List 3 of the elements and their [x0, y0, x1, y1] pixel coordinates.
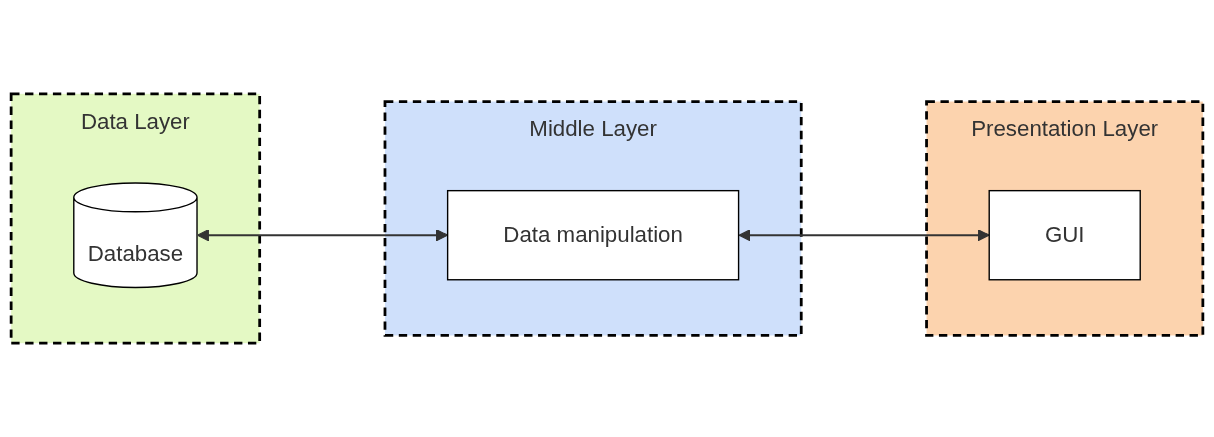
- node-box: Data manipulation: [446, 189, 740, 281]
- arrow: [738, 229, 990, 242]
- node-box: GUI: [988, 189, 1141, 281]
